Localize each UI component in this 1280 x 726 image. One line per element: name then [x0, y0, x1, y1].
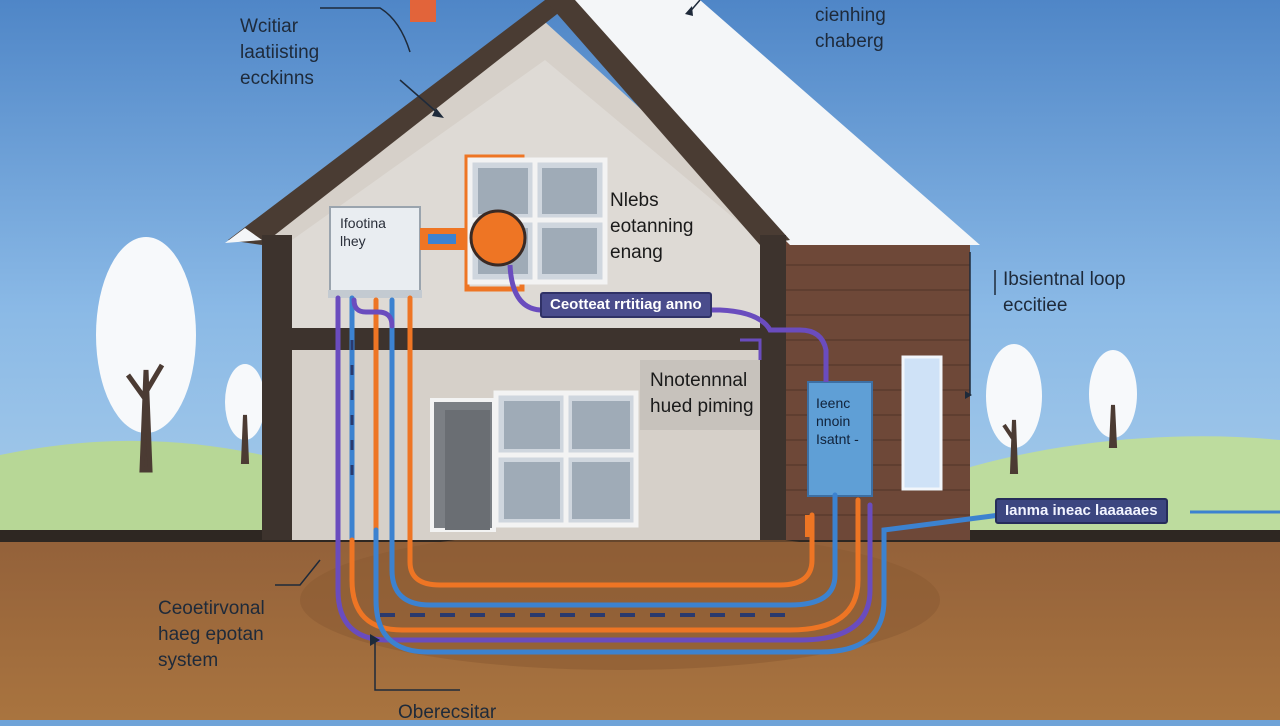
label-window-insulation: Wcitiar laatiisting ecckinns: [240, 16, 320, 89]
tree-right-2: [1089, 350, 1137, 448]
indoor-pipes: [335, 295, 413, 543]
tree-left-large: [96, 237, 196, 473]
indoor-unit-text: Ifootina lhey: [340, 215, 386, 249]
label-heat-exchange: Nlebs eotanning enang: [610, 190, 694, 263]
roof-trim-right: [545, 0, 790, 245]
soil-shadow: [300, 530, 940, 670]
label-cooling-chamber: cienhing chaberg: [815, 5, 886, 52]
roof-trim-left: [228, 0, 575, 245]
roof-left-white: [225, 228, 262, 243]
post-left: [262, 235, 292, 540]
floor-beam: [262, 328, 786, 350]
chimney: [410, 0, 436, 22]
tree-right-1: [986, 344, 1042, 474]
tree-left-small: [225, 364, 265, 464]
label-bottom-note: Oberecsitar: [398, 702, 497, 723]
label-heat-pump: Nnotennnal hued piming: [650, 370, 754, 417]
label-horizontal-loop: Ibsientnal loop eccitiee: [1003, 269, 1126, 316]
heat-exchanger-icon: [469, 209, 527, 267]
label-ground-system: Ceoetirvonal haeg epotan system: [158, 598, 265, 671]
post-right: [760, 235, 786, 540]
indoor-unit: [329, 206, 421, 296]
tag-right: Ianma ineac laaaaaes: [995, 498, 1168, 524]
roof-right: [545, 0, 980, 245]
tag-center: Ceotteat rrtitiag anno: [540, 292, 712, 318]
control-panel: [807, 381, 873, 497]
control-panel-text: Ieenc nnoin Isatnt -: [816, 395, 859, 447]
purple-supply-pipe: [507, 264, 829, 382]
heat-pump-label-bg: [640, 360, 760, 430]
side-window: [901, 355, 943, 491]
ground-loop: [335, 492, 1003, 655]
